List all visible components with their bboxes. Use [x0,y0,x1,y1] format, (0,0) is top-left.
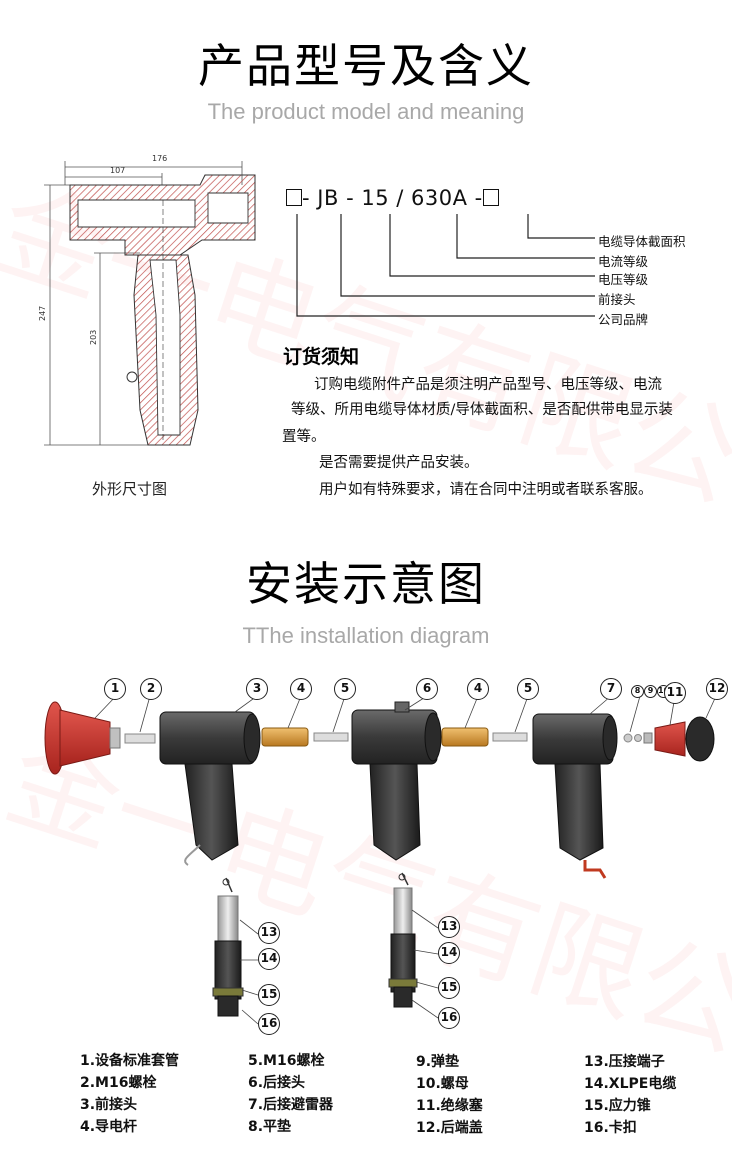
conductor-rod-part [261,727,309,747]
callout-4b: 4 [467,678,489,700]
legend-item-13: 13.压接端子 [584,1054,665,1070]
model-sep-2: - [346,186,355,210]
dim-107-label: 107 [110,166,125,175]
legend-item-14: 14.XLPE电缆 [584,1076,677,1092]
callout-4a: 4 [290,678,312,700]
nut-part [643,732,653,744]
section1-title: 产品型号及含义 [198,39,534,93]
m16-bolt-part [124,733,156,744]
dim-247-label: 247 [38,306,47,321]
cable-assembly-2 [388,872,418,1008]
callout-11: 11 [664,682,686,704]
model-voltage: 15 [361,186,390,210]
legend-item-1: 1.设备标准套管 [80,1053,180,1069]
callout-15a: 15 [258,984,280,1006]
rear-cap-part [685,716,715,762]
flat-washer-part [623,733,633,743]
rear-joint-part [351,701,442,861]
front-joint-part [159,711,261,866]
notice-line-5: 用户如有特殊要求，请在合同中注明或者联系客服。 [319,482,653,498]
callout-2: 2 [140,678,162,700]
callout-16b: 16 [438,1007,460,1029]
installation-diagram [44,695,717,1025]
callout-5a: 5 [334,678,356,700]
section2-subtitle: TThe installation diagram [242,623,490,648]
legend-item-7: 7.后接避雷器 [248,1097,334,1113]
model-sep-1: - [302,186,311,210]
callout-9: 9 [644,685,657,698]
notice-line-3: 置等。 [282,429,326,445]
callout-6: 6 [416,678,438,700]
callout-5b: 5 [517,678,539,700]
callout-14b: 14 [438,942,460,964]
legend-item-15: 15.应力锥 [584,1098,651,1114]
cable-assembly-1 [212,877,244,1017]
spring-washer-part [634,734,642,742]
model-label-current: 电流等级 [598,254,649,269]
model-label-front-joint: 前接头 [598,292,636,307]
callout-12: 12 [706,678,728,700]
callout-16a: 16 [258,1013,280,1035]
notice-line-2: 等级、所用电缆导体材质/导体截面积、是否配供带电显示装 [291,402,673,418]
dim-203-label: 203 [89,330,98,345]
conductor-rod-part-2 [441,727,489,747]
model-jb: JB [317,186,339,210]
bushing-part [44,701,121,775]
legend-item-10: 10.螺母 [416,1076,469,1092]
model-code: - JB - 15 / 630A - [286,186,499,210]
callout-14a: 14 [258,948,280,970]
callout-15b: 15 [438,977,460,999]
notice-line-1: 订购电缆附件产品是须注明产品型号、电压等级、电流 [314,377,662,393]
section1-subtitle: The product model and meaning [207,99,525,124]
legend-item-6: 6.后接头 [248,1075,306,1091]
callout-13b: 13 [438,916,460,938]
callout-7: 7 [600,678,622,700]
section2-title: 安装示意图 [246,557,486,611]
model-label-voltage: 电压等级 [598,272,649,287]
legend-item-2: 2.M16螺栓 [80,1075,157,1091]
model-slash: / [396,186,404,210]
insulating-plug-part [654,721,686,757]
callout-1: 1 [104,678,126,700]
model-current: 630A [411,186,468,210]
legend-item-16: 16.卡扣 [584,1120,637,1136]
brand-box [286,189,302,206]
callout-3: 3 [246,678,268,700]
section-box [482,189,499,206]
outline-dimension-drawing: 176 107 247 203 [38,154,256,446]
legend-item-5: 5.M16螺栓 [248,1053,325,1069]
legend-item-8: 8.平垫 [248,1119,292,1135]
model-leader-lines [296,214,595,317]
model-sep-3: - [474,186,483,210]
model-label-brand: 公司品牌 [598,312,649,327]
notice-title: 订货须知 [283,346,360,368]
callout-13a: 13 [258,922,280,944]
legend-item-3: 3.前接头 [80,1097,138,1113]
notice-line-4: 是否需要提供产品安装。 [319,455,479,471]
model-label-section: 电缆导体截面积 [598,234,686,249]
legend-item-11: 11.绝缘塞 [416,1098,483,1114]
m16-bolt-part-2 [313,732,349,742]
legend-item-9: 9.弹垫 [416,1054,460,1070]
legend-item-4: 4.导电杆 [80,1119,138,1135]
m16-bolt-part-3 [492,732,528,742]
rear-arrester-part [532,713,618,879]
drawing-caption: 外形尺寸图 [92,480,168,498]
callout-8: 8 [631,685,644,698]
dim-176-label: 176 [152,154,167,163]
legend-item-12: 12.后端盖 [416,1120,483,1136]
